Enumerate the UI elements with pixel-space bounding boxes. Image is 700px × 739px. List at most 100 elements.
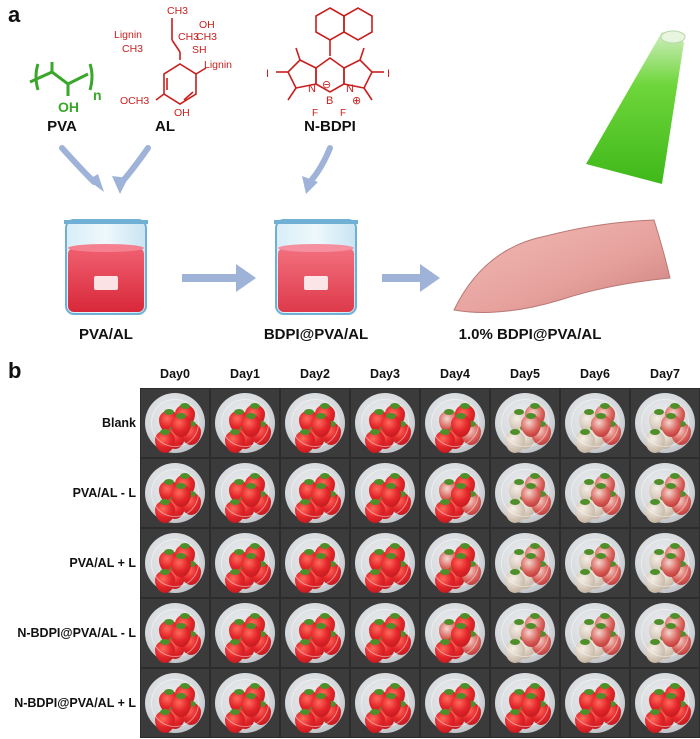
strawberry (305, 497, 325, 519)
strawberry (649, 411, 669, 433)
strawberry-cap (650, 639, 660, 645)
strawberry (575, 571, 595, 593)
petri-dish (495, 673, 555, 733)
strawberry (525, 685, 545, 707)
strawberry (521, 415, 541, 437)
step-label-bdpi-pva-al: BDPI@PVA/AL (263, 326, 369, 343)
bdpi-n-right: N (346, 83, 354, 95)
strawberry-cap (590, 495, 600, 501)
strawberry (525, 405, 545, 427)
strawberry-cap (250, 683, 260, 689)
strawberry-cap (230, 569, 240, 575)
strawberry (515, 707, 535, 729)
strawberry (165, 707, 185, 729)
strawberry-cap (180, 613, 190, 619)
strawberry-cap (234, 409, 244, 415)
strawberry (595, 685, 615, 707)
strawberry-cap (444, 549, 454, 555)
strawberry-cap (460, 613, 470, 619)
photo-cell (561, 459, 629, 527)
strawberry (579, 481, 599, 503)
strawberry (509, 621, 529, 643)
strawberry-cap (316, 623, 326, 629)
strawberry-photo-grid (140, 388, 700, 738)
strawberry (225, 431, 245, 453)
strawberry-cap (590, 705, 600, 711)
strawberry (155, 711, 175, 733)
strawberry-cap (256, 491, 266, 497)
petri-dish (145, 463, 205, 523)
strawberry-cap (316, 413, 326, 419)
al-ch3-a: CH3 (178, 31, 199, 43)
strawberry-cap (300, 569, 310, 575)
strawberry (159, 621, 179, 643)
strawberry-cap (250, 613, 260, 619)
strawberry-cap (386, 553, 396, 559)
strawberry (451, 485, 471, 507)
strawberry-cap (514, 689, 524, 695)
strawberry-cap (374, 689, 384, 695)
strawberry (575, 711, 595, 733)
strawberry (315, 685, 335, 707)
strawberry (455, 545, 475, 567)
strawberry-cap (440, 709, 450, 715)
petri-dish (285, 463, 345, 523)
photo-cell (631, 459, 699, 527)
photo-cell (421, 529, 489, 597)
strawberry (509, 551, 529, 573)
photo-cell (141, 389, 209, 457)
strawberry (575, 501, 595, 523)
strawberry-cap (186, 631, 196, 637)
strawberry-cap (654, 479, 664, 485)
petri-dish (425, 393, 485, 453)
petri-dish (355, 673, 415, 733)
strawberry (645, 501, 665, 523)
strawberry-cap (526, 623, 536, 629)
strawberry (299, 621, 319, 643)
strawberry (661, 555, 681, 577)
strawberry (375, 427, 395, 449)
strawberry (381, 695, 401, 717)
strawberry (381, 415, 401, 437)
strawberry (525, 545, 545, 567)
strawberry-cap (370, 499, 380, 505)
strawberry-cap (180, 543, 190, 549)
strawberry (671, 423, 691, 445)
strawberry (251, 633, 271, 655)
strawberry (451, 625, 471, 647)
strawberry (521, 485, 541, 507)
strawberry (591, 555, 611, 577)
strawberry-cap (666, 483, 676, 489)
strawberry-cap (510, 639, 520, 645)
strawberry (295, 711, 315, 733)
strawberry-cap (536, 631, 546, 637)
strawberry (671, 563, 691, 585)
strawberry-cap (234, 689, 244, 695)
strawberry (579, 691, 599, 713)
strawberry (435, 501, 455, 523)
strawberry (585, 637, 605, 659)
strawberry (445, 707, 465, 729)
bdpi-i-left: I (266, 68, 269, 80)
strawberry-cap (160, 639, 170, 645)
strawberry-cap (390, 473, 400, 479)
strawberry-cap (460, 683, 470, 689)
panel-a-scheme: OH n CH3 OH Lignin CH3 CH3 CH3 SH OCH3 O… (29, 5, 686, 315)
strawberry-cap (596, 693, 606, 699)
strawberry-cap (170, 705, 180, 711)
pva-n-text: n (93, 87, 102, 103)
strawberry-cap (666, 693, 676, 699)
strawberry (295, 431, 315, 453)
strawberry-cap (520, 635, 530, 641)
strawberry (229, 551, 249, 573)
strawberry-cap (580, 499, 590, 505)
strawberry-cap (460, 543, 470, 549)
strawberry-cap (676, 701, 686, 707)
strawberry-cap (326, 631, 336, 637)
petri-dish (635, 393, 695, 453)
strawberry-cap (466, 631, 476, 637)
strawberry-cap (600, 473, 610, 479)
strawberry-cap (300, 709, 310, 715)
strawberry (181, 703, 201, 725)
strawberry-cap (660, 495, 670, 501)
